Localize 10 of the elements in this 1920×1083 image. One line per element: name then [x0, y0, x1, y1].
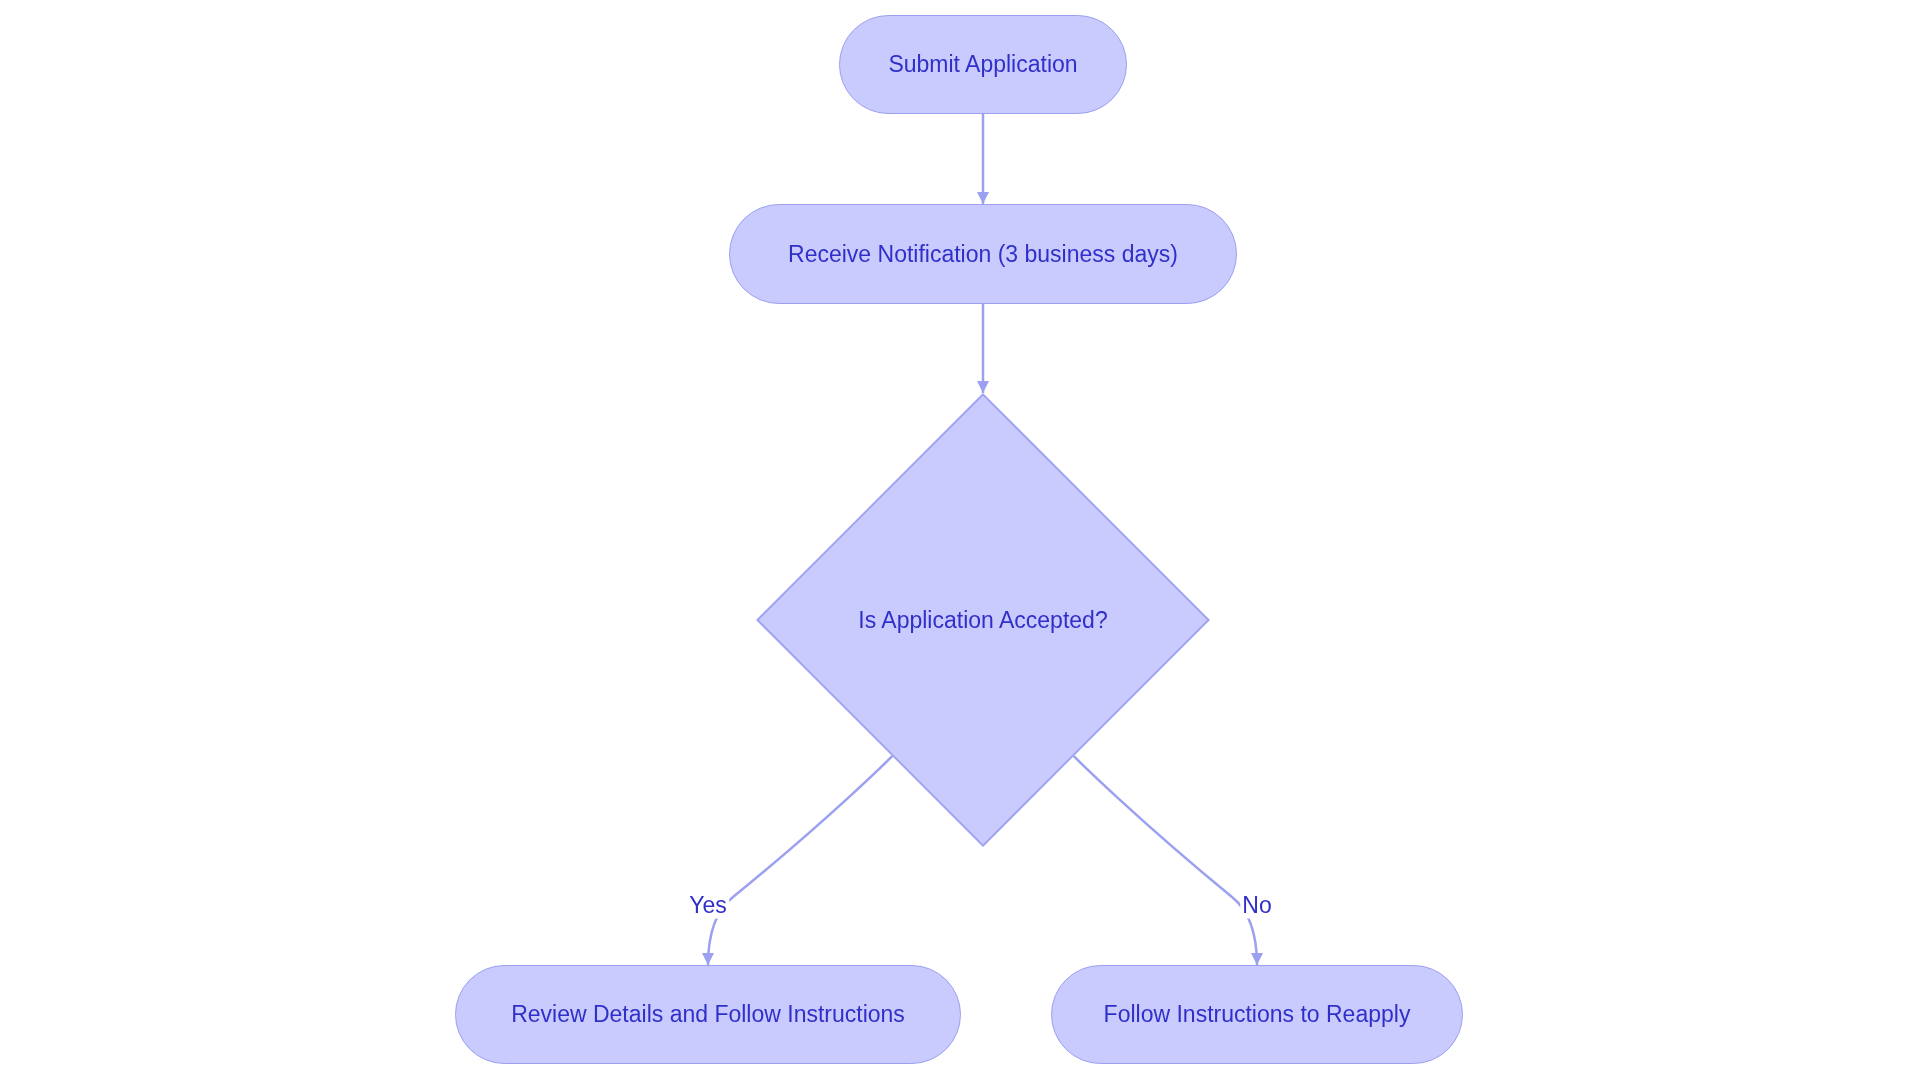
arrow [976, 304, 990, 393]
node-text: Receive Notification (3 business days) [788, 240, 1178, 268]
node-text: Is Application Accepted? [858, 606, 1108, 634]
arrow [1072, 755, 1263, 966]
decision-diamond [756, 393, 1210, 847]
arrow [702, 755, 894, 966]
node-text: Review Details and Follow Instructions [511, 1001, 905, 1028]
node-text: Submit Application [888, 51, 1078, 78]
node-text: Follow Instructions to Reapply [1103, 1001, 1411, 1028]
arrow [976, 114, 990, 204]
